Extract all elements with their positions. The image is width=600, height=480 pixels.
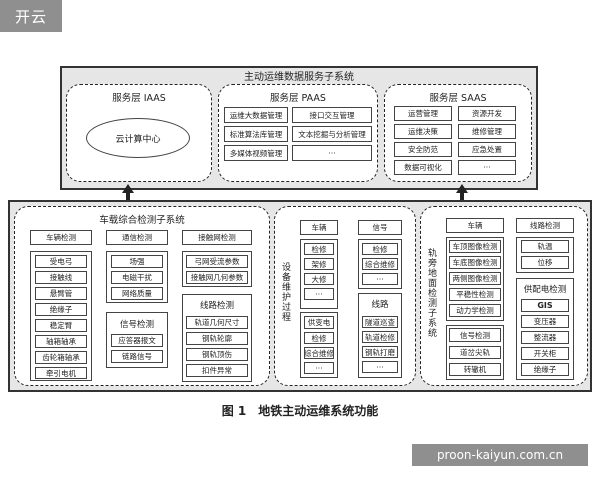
maint-signal-item: ··· <box>362 273 398 285</box>
maint-vehicle-item: 大修 <box>304 273 334 285</box>
vehicle-detection-header: 车辆检测 <box>30 230 92 245</box>
vehicle-detection-item: 受电弓 <box>35 255 87 268</box>
vehicle-detection-item: 轴箱轴承 <box>35 335 87 348</box>
paas-item: 文本挖掘与分析管理 <box>292 126 372 142</box>
ground-vehicle-item: 平稳性检测 <box>449 288 501 301</box>
ground-vehicle-item: 车顶图像检测 <box>449 240 501 253</box>
maint-track-item: ··· <box>362 361 398 373</box>
paas-item: 标准算法库管理 <box>224 126 288 142</box>
saas-item: 数据可视化 <box>394 160 452 175</box>
vehicle-detection-item: 牵引电机 <box>35 367 87 379</box>
ground-power-title: 供配电检测 <box>523 285 567 295</box>
comm-detection-item: 场强 <box>111 255 163 268</box>
paas-title: 服务层 PAAS <box>270 93 326 104</box>
ground-power-item: 开关柜 <box>521 347 569 360</box>
saas-title: 服务层 SAAS <box>429 93 487 104</box>
ground-signal-header: 信号检测 <box>449 328 501 342</box>
catenary-detection-item: 接触网几何参数 <box>186 271 248 284</box>
maint-track-item: 钢轨打磨 <box>362 346 398 358</box>
up-arrow-shaft <box>460 192 464 200</box>
catenary-detection-item: 弓网受流参数 <box>186 255 248 268</box>
signal-detection-item: 应答器报文 <box>111 334 163 347</box>
maint-power-item: 综合维修 <box>304 347 334 359</box>
saas-item: 运维决策 <box>394 124 452 139</box>
ground-vehicle-header: 车辆 <box>446 218 504 233</box>
catenary-detection-header: 接触网检测 <box>182 230 252 245</box>
up-arrow-icon <box>456 184 468 193</box>
maint-power-header: 供变电 <box>304 316 334 329</box>
ground-power-item: 整流器 <box>521 331 569 344</box>
maint-track-item: 轨道检修 <box>362 331 398 343</box>
comm-detection-item: 电磁干扰 <box>111 271 163 284</box>
vehicle-detection-item: 悬臂管 <box>35 287 87 300</box>
maint-signal-item: 综合维修 <box>362 258 398 270</box>
ground-vehicle-item: 车底图像检测 <box>449 256 501 269</box>
ground-vehicle-item: 两侧图像检测 <box>449 272 501 285</box>
signal-detection-title: 信号检测 <box>119 320 154 330</box>
vehicle-subsystem-title: 车载综合检测子系统 <box>99 215 185 226</box>
maint-power-item: 检修 <box>304 332 334 344</box>
ground-signal-item: 道岔尖轨 <box>449 346 501 359</box>
saas-item: 资源开发 <box>458 106 516 121</box>
signal-detection-item: 链路信号 <box>111 350 163 363</box>
maintenance-label: 设备维护过程 <box>280 262 290 322</box>
saas-item: 维修管理 <box>458 124 516 139</box>
paas-item: 接口交互管理 <box>292 107 372 123</box>
saas-item: 应急处置 <box>458 142 516 157</box>
ground-power-item: 变压器 <box>521 315 569 328</box>
maint-power-item: ··· <box>304 362 334 374</box>
cloud-computing-center: 云计算中心 <box>86 118 190 158</box>
top-watermark: 开云 <box>0 0 62 32</box>
track-detection-item: 扣件异常 <box>186 364 248 377</box>
iaas-title: 服务层 IAAS <box>112 93 166 104</box>
ground-subsystem-label: 轨旁地面检测子系统 <box>426 248 436 338</box>
saas-item: 安全防范 <box>394 142 452 157</box>
paas-item: 多媒体视频管理 <box>224 145 288 161</box>
vehicle-detection-item: 齿轮箱轴承 <box>35 351 87 364</box>
ground-signal-item: 转辙机 <box>449 363 501 376</box>
paas-item: 运维大数据管理 <box>224 107 288 123</box>
ground-power-item: 绝缘子 <box>521 363 569 376</box>
track-detection-item: 钢轨顶伤 <box>186 348 248 361</box>
maint-vehicle-item: 检修 <box>304 243 334 255</box>
vehicle-detection-item: 稳定臂 <box>35 319 87 332</box>
vehicle-detection-item: 绝缘子 <box>35 303 87 316</box>
up-arrow-shaft <box>126 192 130 200</box>
maint-vehicle-item: ··· <box>304 288 334 300</box>
maint-track-title: 线路 <box>371 300 389 310</box>
ground-power-gis: GIS <box>521 299 569 312</box>
track-detection-title: 线路检测 <box>199 301 234 311</box>
maint-signal-item: 检修 <box>362 243 398 255</box>
maint-vehicle-item: 架修 <box>304 258 334 270</box>
maint-signal-header: 信号 <box>358 220 402 235</box>
maint-track-item: 隧道巡查 <box>362 316 398 328</box>
up-arrow-icon <box>122 184 134 193</box>
bottom-watermark: proon-kaiyun.com.cn <box>412 444 588 466</box>
track-detection-item: 轨道几何尺寸 <box>186 316 248 329</box>
saas-item: 运营管理 <box>394 106 452 121</box>
figure-caption: 图 1 地铁主动运维系统功能 <box>221 404 379 418</box>
paas-item: ··· <box>292 145 372 161</box>
comm-detection-header: 通信检测 <box>106 230 168 245</box>
ground-vehicle-item: 动力学检测 <box>449 304 501 317</box>
ground-track-item: 轨温 <box>521 240 569 253</box>
data-service-title: 主动运维数据服务子系统 <box>244 72 354 83</box>
vehicle-detection-item: 接触线 <box>35 271 87 284</box>
ground-track-item: 位移 <box>521 256 569 269</box>
comm-detection-item: 网络质量 <box>111 287 163 300</box>
track-detection-item: 钢轨轮廓 <box>186 332 248 345</box>
saas-item: ··· <box>458 160 516 175</box>
maint-vehicle-header: 车辆 <box>300 220 338 235</box>
ground-track-header: 线路检测 <box>516 218 574 233</box>
